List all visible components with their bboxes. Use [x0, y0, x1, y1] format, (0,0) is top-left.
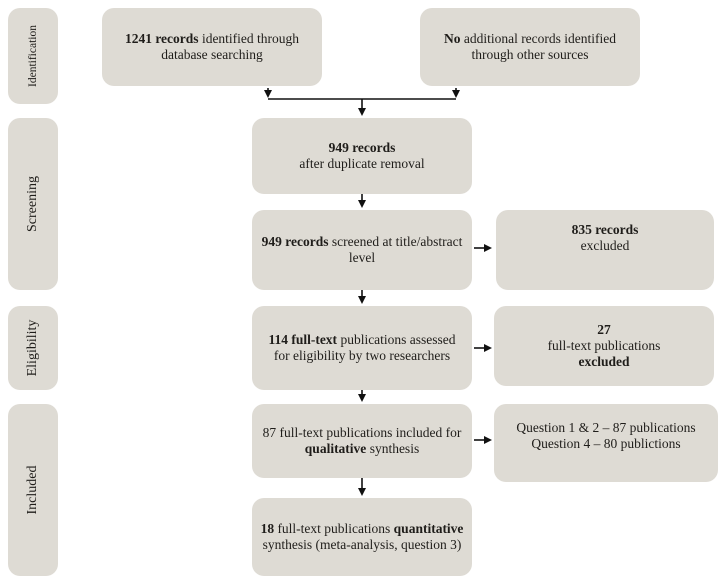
- stage-identification-label: Identification: [27, 25, 39, 87]
- quantitative-label: quantitative: [393, 521, 464, 536]
- excluded-screening-count: 835 records: [571, 222, 639, 237]
- screened-count: 949 records: [261, 234, 329, 249]
- stage-screening-label: Screening: [25, 176, 40, 232]
- box-quantitative-synthesis: 18 full-text publications quantitative s…: [252, 498, 472, 576]
- quantitative-text-post: synthesis (meta-analysis, question 3): [262, 537, 462, 552]
- other-sources-text: additional records identified through ot…: [460, 31, 617, 62]
- stage-eligibility-label: Eligibility: [25, 319, 40, 377]
- screened-text: screened at title/abstract level: [328, 234, 463, 265]
- full-text-assessed-count: 114 full-text: [268, 332, 338, 347]
- database-records-count: 1241 records: [124, 31, 199, 46]
- stage-eligibility: Eligibility: [8, 306, 58, 390]
- box-other-sources: No additional records identified through…: [420, 8, 640, 86]
- box-screened: 949 records screened at title/abstract l…: [252, 210, 472, 290]
- questions-line-1: Question 1 & 2 – 87 publications: [516, 420, 696, 435]
- qualitative-label: qualitative: [304, 441, 367, 456]
- excluded-screening-text: excluded: [580, 238, 630, 253]
- qualitative-text-pre: 87 full-text publications included for: [262, 425, 462, 440]
- full-text-assessed-text: publications assessed for eligibility by…: [273, 332, 456, 363]
- other-sources-count: No: [443, 31, 461, 46]
- questions-line-2: Question 4 – 80 publictions: [531, 436, 681, 451]
- box-qualitative-synthesis: 87 full-text publications included for q…: [252, 404, 472, 478]
- excluded-eligibility-count: 27: [597, 322, 611, 337]
- stage-identification: Identification: [8, 8, 58, 104]
- box-full-text-assessed: 114 full-text publications assessed for …: [252, 306, 472, 390]
- quantitative-count: 18: [260, 521, 275, 536]
- box-database-records: 1241 records identified through database…: [102, 8, 322, 86]
- after-duplicates-text: after duplicate removal: [299, 156, 425, 171]
- stage-screening: Screening: [8, 118, 58, 290]
- excluded-eligibility-label: excluded: [578, 354, 630, 369]
- quantitative-text-pre: full-text publications: [274, 521, 394, 536]
- excluded-eligibility-text: full-text publications: [547, 338, 661, 353]
- qualitative-text-post: synthesis: [366, 441, 420, 456]
- stage-included-label: Included: [25, 465, 40, 515]
- stage-included: Included: [8, 404, 58, 576]
- after-duplicates-count: 949 records: [328, 140, 396, 155]
- database-records-text: identified through database searching: [161, 31, 300, 62]
